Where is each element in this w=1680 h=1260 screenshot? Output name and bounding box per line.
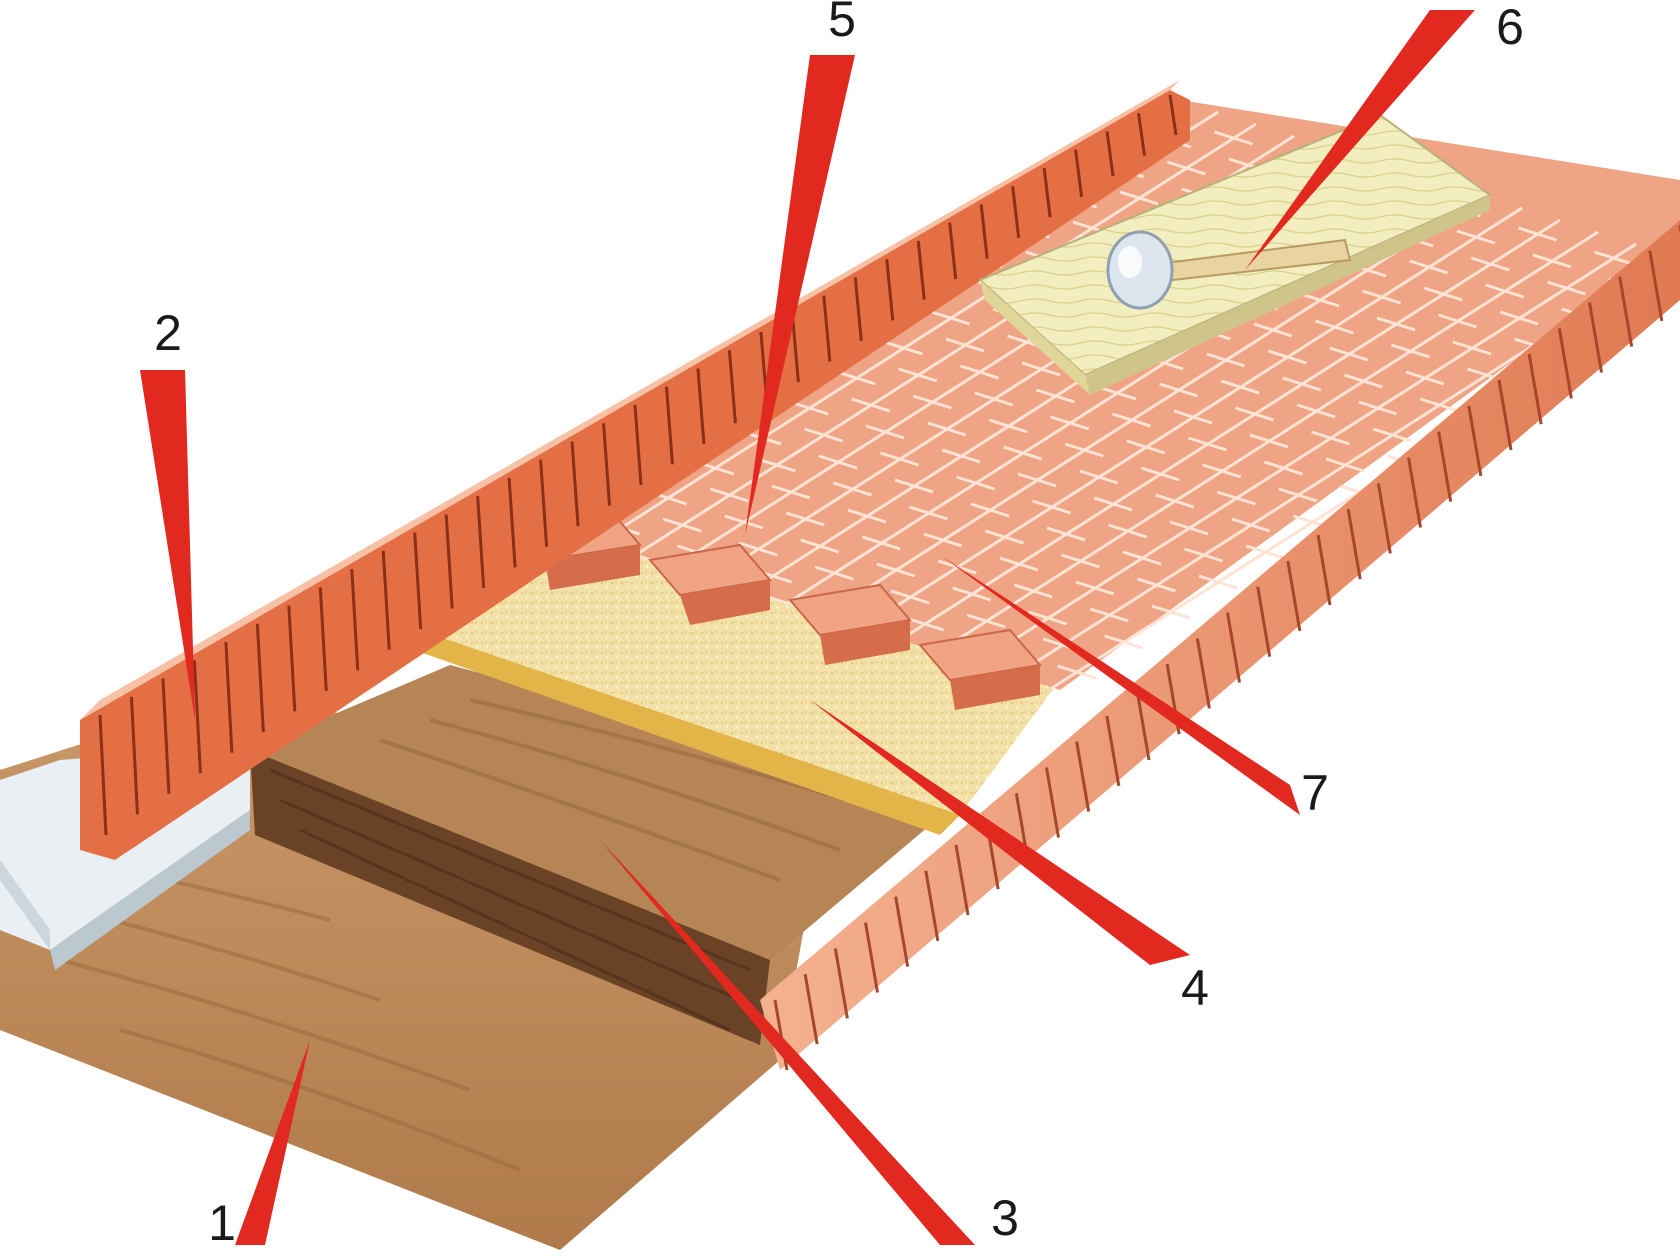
edge-brick-row <box>760 220 1680 1071</box>
pointer-7 <box>940 555 1300 815</box>
pointer-5 <box>745 55 855 535</box>
wooden-plank <box>978 113 1492 395</box>
sand-bedding-layer <box>400 530 1060 835</box>
callout-label-2: 2 <box>154 305 182 361</box>
rubber-mallet-icon <box>1106 230 1352 310</box>
pointer-4 <box>810 700 1190 965</box>
callout-label-5: 5 <box>828 0 856 47</box>
pointer-2 <box>140 370 195 720</box>
callout-label-6: 6 <box>1496 0 1524 55</box>
pointer-6 <box>1245 10 1475 270</box>
pointer-3 <box>600 840 975 1245</box>
callout-label-7: 7 <box>1301 765 1329 821</box>
compacted-base-layer <box>250 665 960 1045</box>
callout-pointers <box>140 10 1475 1245</box>
pointer-1 <box>235 1040 310 1245</box>
callout-label-1: 1 <box>208 1195 236 1251</box>
callout-label-4: 4 <box>1181 960 1209 1016</box>
callout-label-3: 3 <box>991 1190 1019 1246</box>
brick-curb-wall <box>80 80 1190 860</box>
callout-labels: 1 2 3 4 5 6 7 <box>154 0 1524 1251</box>
